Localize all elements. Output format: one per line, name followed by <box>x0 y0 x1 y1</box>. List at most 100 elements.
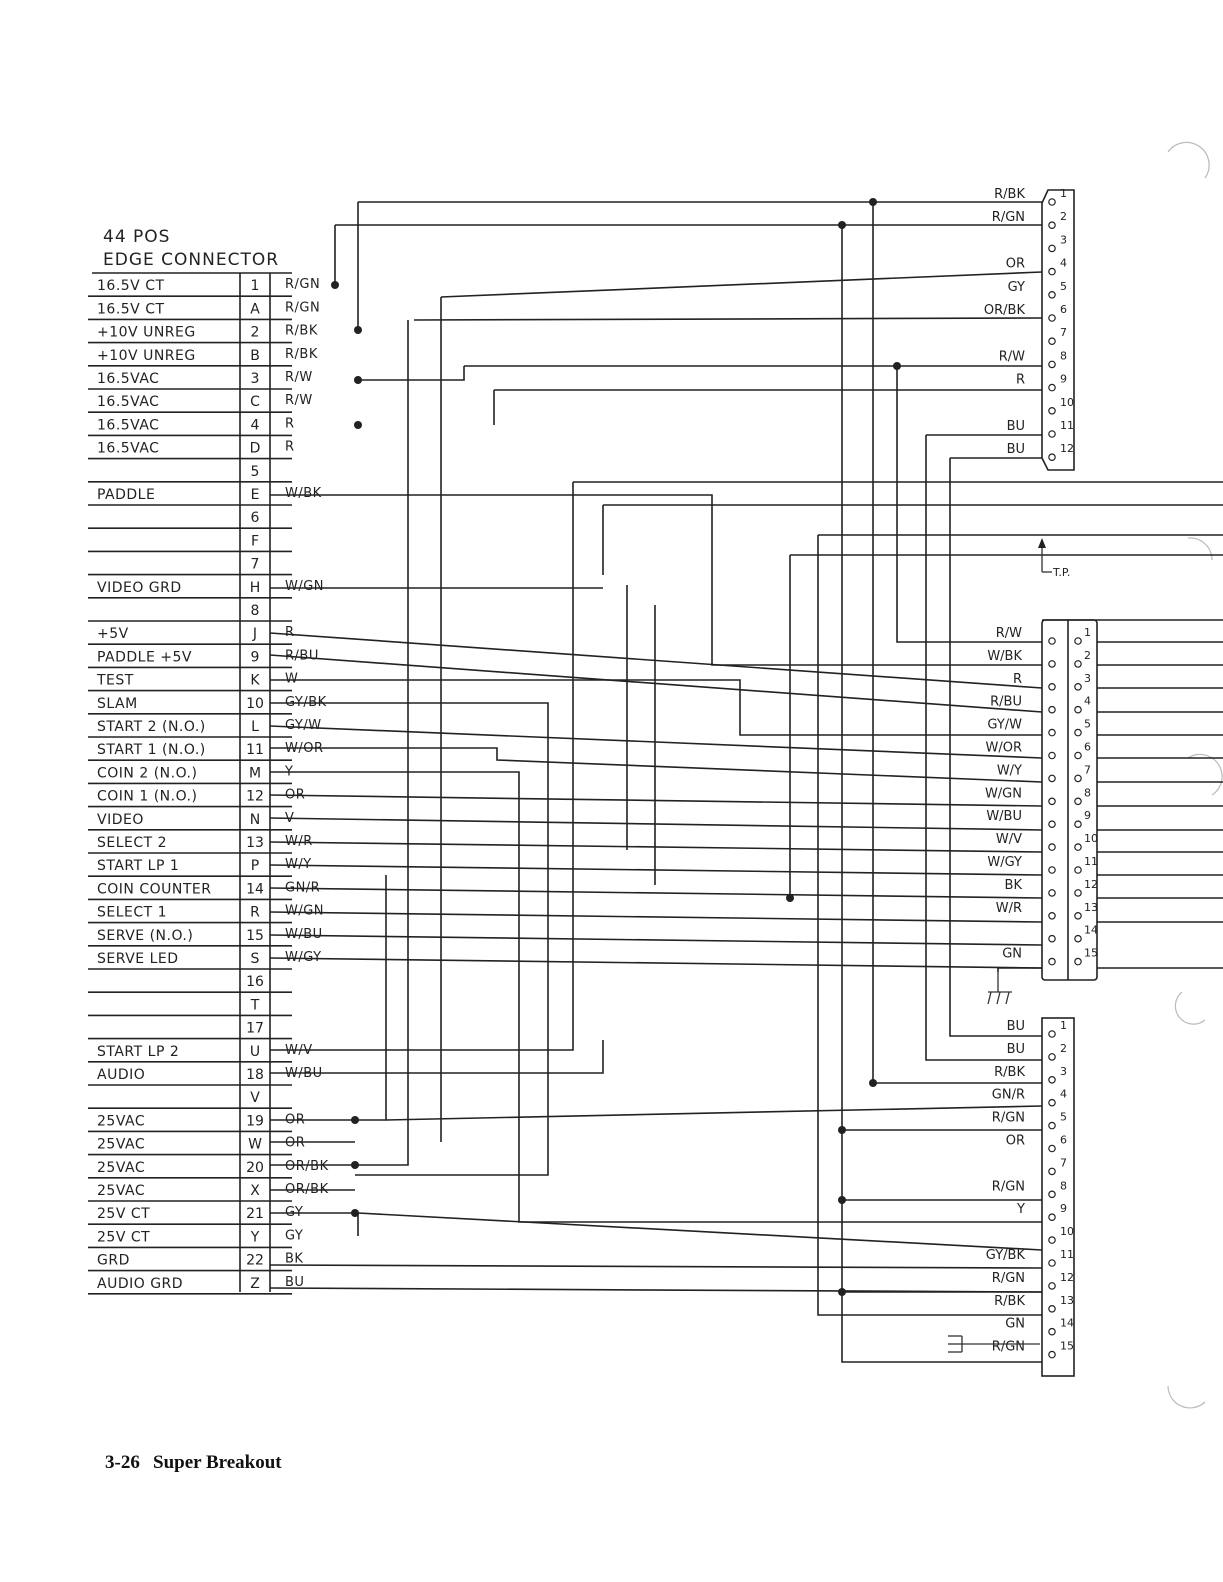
edge-signal-label: PADDLE +5V <box>97 649 192 665</box>
edge-pin-label: H <box>250 580 261 596</box>
edge-wire-color: R/W <box>285 393 313 408</box>
connector-pin: 9R <box>1016 373 1067 392</box>
edge-signal-label: SERVE (N.O.) <box>97 928 193 944</box>
edge-wire-color: R/GN <box>285 300 320 315</box>
pin-contact <box>1074 866 1082 874</box>
edge-signal-label: 25VAC <box>97 1183 145 1199</box>
connector-pin-number: 9 <box>1060 373 1067 386</box>
connector-pin-number: 12 <box>1060 1271 1074 1284</box>
footer-page-number: 3-26 <box>105 1452 140 1473</box>
pin-contact <box>1048 728 1056 737</box>
connector-wire-color: GY/W <box>987 718 1022 733</box>
edge-pin-label: 9 <box>251 649 260 665</box>
edge-signal-label: START 2 (N.O.) <box>97 719 206 735</box>
pin-contact <box>1048 797 1056 806</box>
edge-pin-label: P <box>251 858 259 874</box>
connector-wire-color: OR <box>1006 257 1025 272</box>
wire-trace <box>269 632 1043 689</box>
wire-trace <box>269 841 1043 853</box>
connector-pin-number: 1 <box>1084 626 1091 639</box>
wire-trace <box>385 1105 1043 1121</box>
wire-trace <box>270 1040 604 1074</box>
connector-pin-number: 11 <box>1060 1248 1074 1261</box>
connector-wire-color: R/GN <box>992 210 1025 225</box>
connector-wire-color: GY/BK <box>986 1248 1026 1263</box>
edge-row: 5 <box>88 464 292 483</box>
wire-trace <box>270 494 1042 666</box>
connector-pin-number: 3 <box>1060 233 1067 246</box>
edge-pin-label: 19 <box>246 1113 264 1129</box>
edge-signal-label: GRD <box>97 1253 130 1269</box>
edge-signal-label: START LP 2 <box>97 1044 179 1060</box>
pin-contact <box>1048 406 1056 415</box>
connector-wire-color: GN <box>1002 947 1022 962</box>
connector-pin-number: 9 <box>1084 809 1091 822</box>
pin-contact <box>1074 889 1082 897</box>
pin-contact <box>1048 843 1056 851</box>
connector-pin: 4R/BU <box>990 695 1091 714</box>
edge-wire-color: GY <box>285 1228 303 1243</box>
connector-wire-color: R/BK <box>994 1294 1025 1309</box>
pin-contact <box>1074 911 1082 920</box>
edge-pin-label: S <box>251 951 260 967</box>
edge-pin-label: T <box>250 997 260 1013</box>
connector-pin: 3 <box>1048 233 1067 253</box>
edge-signal-label: 25VAC <box>97 1113 145 1129</box>
connector-wire-color: R/GN <box>992 1271 1025 1286</box>
edge-row: 17 <box>88 1021 292 1040</box>
wire-junction <box>351 1161 359 1169</box>
connector-wire-color: R/BU <box>990 695 1022 710</box>
edge-pin-label: 13 <box>246 835 264 851</box>
edge-wire-color: W/GN <box>285 579 324 594</box>
edge-pin-label: L <box>251 719 259 735</box>
connector-wire-color: W/OR <box>986 741 1023 756</box>
connector-wire-color: GY <box>1008 280 1025 295</box>
connector-pin-number: 11 <box>1060 419 1074 432</box>
connector-pin-number: 2 <box>1084 649 1091 662</box>
wire-trace <box>269 911 1043 923</box>
edge-pin-label: 6 <box>251 510 260 526</box>
edge-wire-color: R <box>285 625 295 640</box>
connector-wire-color: R/BK <box>994 1065 1025 1080</box>
wire-trace <box>269 1287 1043 1293</box>
connector-wire-color: W/BU <box>986 809 1022 824</box>
connector-pin: 14 <box>1048 924 1098 943</box>
pin-contact <box>1048 360 1056 369</box>
edge-wire-color: R/BU <box>285 648 319 663</box>
edge-pin-label: 12 <box>246 789 264 805</box>
connector-pin-number: 5 <box>1060 280 1067 293</box>
connector-pin-number: 10 <box>1060 1225 1074 1238</box>
connector-wire-color: Y <box>1016 1202 1025 1217</box>
pin-contact <box>1074 682 1082 691</box>
connector-pin-number: 7 <box>1060 1156 1067 1169</box>
edge-row: F <box>88 533 292 553</box>
pin-contact <box>1048 1144 1056 1153</box>
connector-pin: 10W/V <box>996 832 1098 851</box>
pin-contact <box>1048 1213 1056 1222</box>
connector-wire-color: R/W <box>999 349 1025 364</box>
connector-pin: 6OR <box>1006 1134 1067 1153</box>
pin-contact <box>1074 797 1082 806</box>
connector-pin: 10 <box>1048 1225 1074 1244</box>
wire-trace <box>357 1212 1043 1251</box>
pin-contact <box>1074 843 1082 851</box>
connector-pin: 1R/BK <box>994 187 1067 206</box>
pin-contact <box>1048 1121 1056 1130</box>
connector-pin: 3R <box>1013 672 1091 691</box>
pin-contact <box>1048 1305 1056 1313</box>
pin-contact <box>1074 728 1082 737</box>
edge-signal-label: COIN 1 (N.O.) <box>97 789 197 805</box>
wire-junction <box>869 1079 877 1087</box>
connector-pin: 15R/GN <box>992 1340 1074 1359</box>
